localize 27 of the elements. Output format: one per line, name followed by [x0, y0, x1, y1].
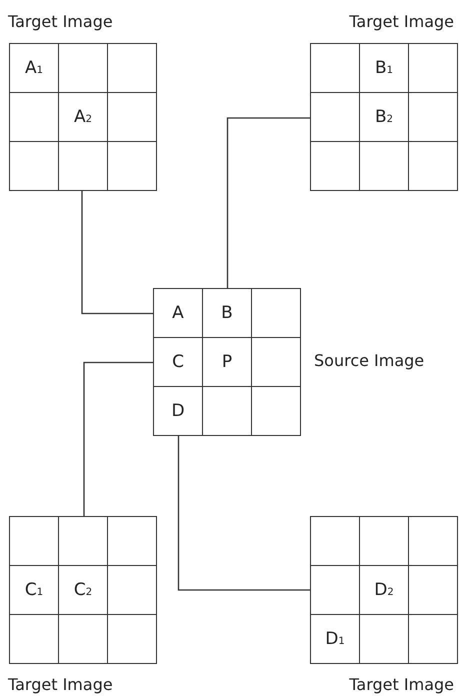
- grid-cell: [360, 566, 409, 615]
- cell-label: P: [222, 352, 232, 372]
- grid-cell: [203, 289, 252, 338]
- cell-label: B: [221, 303, 233, 323]
- grid-cell: [59, 566, 108, 615]
- grid-cell: [10, 566, 59, 615]
- grid-title: Target Image: [349, 12, 454, 31]
- grid-title: Target Image: [349, 675, 454, 694]
- cell-label: A: [172, 303, 184, 323]
- grid-cell: [154, 338, 203, 387]
- connector-line: [81, 191, 154, 314]
- grid-cell: [360, 44, 409, 93]
- cell-label: D: [171, 401, 185, 421]
- grid-cell: [154, 387, 203, 436]
- connector-line: [226, 117, 310, 289]
- grid-title: Target Image: [8, 12, 113, 31]
- grid-cell: [154, 289, 203, 338]
- cell-label: C: [172, 352, 184, 372]
- grid-cell: [59, 93, 108, 142]
- grid-cell: [311, 615, 360, 664]
- grid-cell: [10, 44, 59, 93]
- connector-line: [178, 436, 310, 591]
- grid-cell: [360, 93, 409, 142]
- connector-line: [83, 362, 154, 516]
- grid-title: Source Image: [314, 351, 424, 370]
- grid-title: Target Image: [8, 675, 113, 694]
- grid-cell: [203, 338, 252, 387]
